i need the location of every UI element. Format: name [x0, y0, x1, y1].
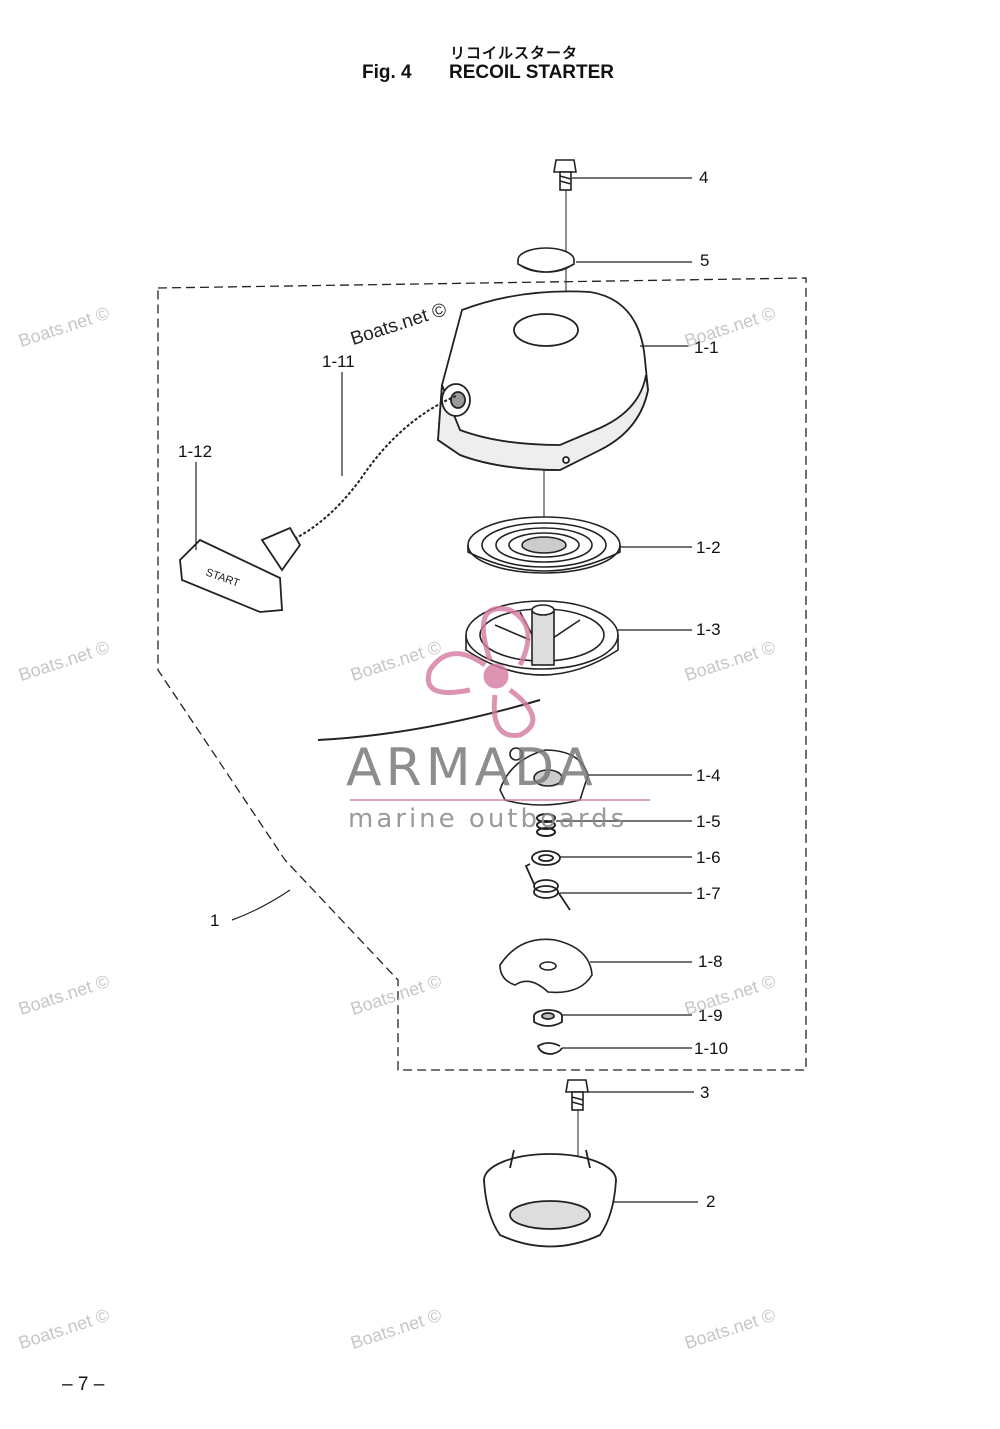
- callout-1-12: 1-12: [178, 442, 213, 461]
- bolt-3-drawing: [565, 1079, 589, 1111]
- callout-1-5: 1-5: [696, 812, 721, 831]
- bolt-4-drawing: [553, 159, 577, 191]
- japanese-title: リコイルスタータ: [450, 44, 579, 62]
- callout-4: 4: [699, 168, 709, 187]
- callout-1-6: 1-6: [696, 848, 721, 867]
- spring-1-7-drawing: [524, 863, 571, 911]
- callout-1-8: 1-8: [698, 952, 723, 971]
- armada-propeller-logo: [426, 606, 536, 738]
- washer-1-6-drawing: [531, 850, 561, 866]
- armada-brand-subtitle: marine outboards: [348, 804, 628, 834]
- diagram-title: RECOIL STARTER: [449, 62, 615, 83]
- nut-1-9-drawing: [533, 1009, 563, 1027]
- armada-brand-watermark: ARMADA: [346, 738, 597, 798]
- callout-1-2: 1-2: [696, 538, 721, 557]
- callout-1-1: 1-1: [694, 338, 719, 357]
- callout-3: 3: [700, 1083, 710, 1102]
- cup-2-drawing: [483, 1149, 617, 1248]
- leader-lines: [195, 177, 698, 1203]
- assembly-boundary: [157, 277, 807, 1071]
- rope-1-11-drawing: [295, 395, 457, 539]
- cover-1-1-drawing: [437, 290, 649, 471]
- cap-5-drawing: [517, 247, 575, 273]
- spring-1-2-drawing: [467, 516, 621, 574]
- plate-1-8-drawing: [499, 938, 593, 994]
- clip-1-10-drawing: [536, 1042, 563, 1055]
- callout-1-9: 1-9: [698, 1006, 723, 1025]
- callout-1-11: 1-11: [322, 352, 355, 371]
- handle-1-12-drawing: START: [179, 526, 302, 613]
- callout-1: 1: [210, 911, 220, 930]
- callout-1-3: 1-3: [696, 620, 721, 639]
- ratchet-1-4-drawing: [499, 747, 589, 806]
- callout-2: 2: [706, 1192, 716, 1211]
- spring-1-5-drawing: [536, 813, 556, 837]
- figure-label: Fig. 4: [362, 62, 412, 83]
- callout-1-10: 1-10: [694, 1039, 729, 1058]
- page-number: – 7 –: [62, 1374, 105, 1395]
- callout-5: 5: [700, 251, 710, 270]
- pulley-1-3-drawing: [317, 600, 619, 741]
- callout-1-4: 1-4: [696, 766, 721, 785]
- callout-1-7: 1-7: [696, 884, 721, 903]
